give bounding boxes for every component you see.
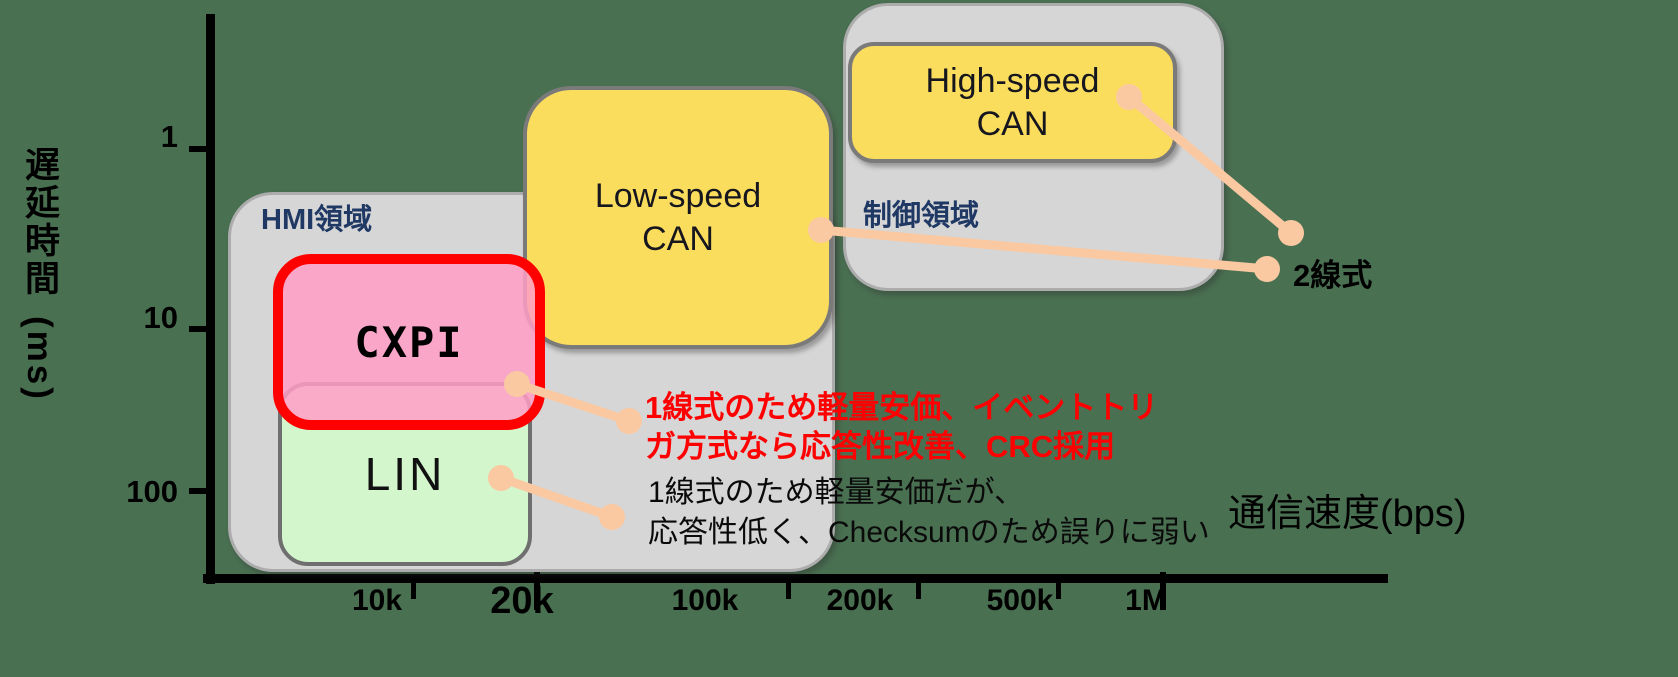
y-tick-100 bbox=[189, 488, 212, 494]
high-speed-can-box: High-speed CAN bbox=[848, 42, 1177, 163]
y-axis-title: 遅延時間 (ms) bbox=[16, 146, 62, 402]
cxpi-label: CXPI bbox=[354, 317, 464, 367]
y-tick-label-1: 1 bbox=[160, 119, 178, 154]
control-region-label: 制御領域 bbox=[863, 200, 980, 232]
x-tick-label-1M: 1M bbox=[1125, 584, 1167, 617]
x-tick-minor-2 bbox=[786, 583, 791, 599]
lin-note: 1線式のため軽量安価だが、 応答性低く、Checksumのため誤りに弱い bbox=[648, 473, 1210, 553]
x-tick-20k bbox=[534, 572, 540, 610]
lin-note-line1: 1線式のため軽量安価だが、 bbox=[648, 476, 1025, 509]
y-tick-label-100: 100 bbox=[126, 474, 178, 509]
y-tick-label-10: 10 bbox=[143, 300, 178, 335]
low-speed-can-box: Low-speed CAN bbox=[523, 86, 833, 349]
x-tick-minor-1 bbox=[411, 583, 416, 599]
connector-dot bbox=[1278, 220, 1304, 246]
high-speed-can-label-line1: High-speed bbox=[925, 61, 1100, 100]
x-tick-label-200k: 200k bbox=[826, 584, 894, 617]
y-axis-title-text: 遅延時間 bbox=[20, 146, 59, 298]
two-wire-label: 2線式 bbox=[1293, 258, 1373, 293]
connector-dot bbox=[1254, 256, 1280, 282]
y-tick-10 bbox=[189, 326, 212, 332]
cxpi-note-line2: ガ方式なら応答性改善、CRC採用 bbox=[645, 429, 1116, 464]
lin-label: LIN bbox=[364, 448, 446, 500]
x-tick-minor-3 bbox=[916, 583, 921, 599]
lin-note-line2: 応答性低く、Checksumのため誤りに弱い bbox=[648, 516, 1210, 549]
cxpi-note-line1: 1線式のため軽量安価、イベントトリ bbox=[645, 390, 1159, 425]
cxpi-note: 1線式のため軽量安価、イベントトリ ガ方式なら応答性改善、CRC採用 bbox=[645, 388, 1158, 466]
y-axis-line bbox=[206, 14, 215, 584]
low-speed-can-label-line1: Low-speed bbox=[594, 176, 762, 215]
x-tick-1M bbox=[1160, 572, 1166, 610]
x-tick-label-500k: 500k bbox=[986, 584, 1054, 617]
x-axis-title: 通信速度(bps) bbox=[1228, 493, 1467, 535]
hmi-region-label: HMI領域 bbox=[261, 204, 373, 236]
x-tick-label-100k: 100k bbox=[671, 584, 739, 617]
y-tick-1 bbox=[189, 146, 212, 152]
y-axis-unit: (ms) bbox=[20, 316, 59, 402]
x-axis-line bbox=[203, 574, 1388, 583]
x-tick-label-10k: 10k bbox=[351, 584, 403, 617]
cxpi-box: CXPI bbox=[273, 254, 545, 430]
x-tick-label-20k: 20k bbox=[490, 580, 554, 622]
x-tick-minor-4 bbox=[1056, 583, 1061, 599]
low-speed-can-label-line2: CAN bbox=[642, 219, 714, 258]
high-speed-can-label-line2: CAN bbox=[976, 104, 1049, 143]
